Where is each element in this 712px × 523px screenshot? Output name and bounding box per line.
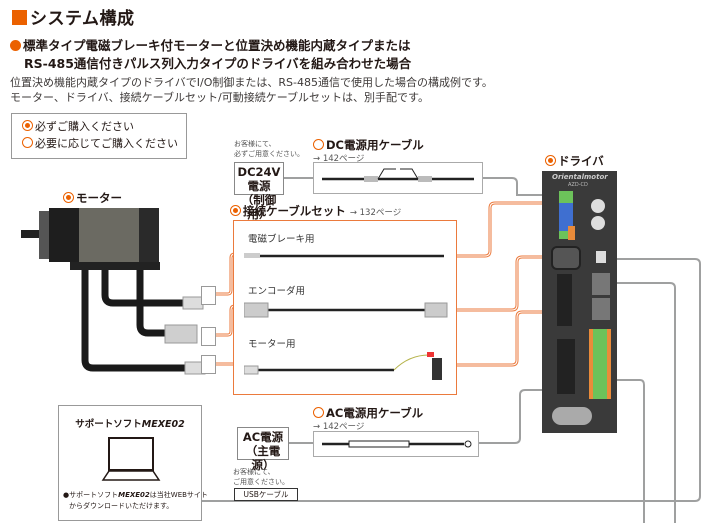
software-title: サポートソフトMEXE02 [59,416,201,430]
cn5-orange-left [589,329,593,399]
required-marker-icon [545,155,556,166]
description: 位置決め機能内蔵タイプのドライバでI/O制御または、RS-485通信で使用した場… [10,75,493,105]
driver-label: ドライバ [545,153,604,169]
ac-note-line2: ご用意ください。 [233,478,289,486]
title-text: システム構成 [30,9,135,29]
required-marker-icon [22,120,33,131]
note-line2: からダウンロードいただけます。 [69,502,174,510]
subtitle-line1: 標準タイプ電磁ブレーキ付モーターと位置決め機能内蔵タイプまたは [23,38,411,53]
rs485-port-1 [592,273,610,295]
software-note: ●サポートソフトMEXE02は当社WEBサイト からダウンロードいただけます。 [63,490,208,512]
dc-cable-page-link[interactable]: → 142ページ [313,154,365,164]
note-prefix: ●サポートソフト [63,491,119,499]
subtitle-line2: RS-485通信付きパルス列入力タイプのドライバを組み合わせた場合 [24,56,412,71]
ac-power-note: お客様にて、 ご用意ください。 [233,467,289,487]
cn1-blue [559,203,573,231]
motor-label: モーター [63,190,122,206]
dc-cable-label: DC電源用ケーブル [313,137,424,153]
cn2-encoder-port [551,246,581,270]
driver-brand: Orientalmotor [552,173,608,181]
legend: 必ずご購入ください 必要に応じてご購入ください [11,113,187,159]
dc-cable-box [313,162,483,194]
connector-motor [201,355,216,374]
ac-cable-box [313,431,479,457]
subtitle: 標準タイプ電磁ブレーキ付モーターと位置決め機能内蔵タイプまたは RS-485通信… [10,37,411,73]
software-title-name: MEXE02 [141,419,185,430]
driver-model: AZD-CD [568,182,588,188]
dc-cable-label-text: DC電源用ケーブル [326,138,424,152]
usb-cable-label: USBケーブル [234,488,298,501]
ground-terminal [552,407,592,425]
description-line1: 位置決め機能内蔵タイプのドライバでI/O制御または、RS-485通信で使用した場… [10,76,493,89]
connector-encoder [201,327,216,346]
rotary-switch-1 [591,199,605,213]
optional-marker-icon [313,407,324,418]
cable-motor-label: モーター用 [248,339,296,350]
cn5-io-terminal [589,329,611,399]
legend-required: 必ずご購入ください [35,120,134,133]
rs485-port-2 [592,298,610,320]
cn3-motor-port [557,274,572,326]
motor-label-text: モーター [76,191,122,205]
ac-note-line1: お客様にて、 [233,468,275,476]
dc-note-line1: お客様にて、 [234,140,276,148]
brake-cable-image [244,253,444,258]
bullet-icon [10,40,21,51]
support-software-box: サポートソフトMEXE02 ●サポートソフトMEXE02は当社WEBサイト から… [58,405,208,521]
ac-cable-image [322,440,472,448]
page-title: システム構成 [12,4,135,29]
software-title-prefix: サポートソフト [75,419,142,430]
note-name: MEXE02 [118,491,150,499]
driver-image: Orientalmotor AZD-CD [542,171,617,433]
cable-set-label: 接続ケーブルセット → 132ページ [230,203,401,219]
note-suffix: は当社WEBサイト [149,491,208,499]
ac-cable-page-link[interactable]: → 142ページ [313,422,365,432]
motor-image [21,208,206,375]
cable-set-box: 電磁ブレーキ用 エンコーダ用 モーター用 [233,220,457,395]
cable-encoder-label: エンコーダ用 [248,286,306,297]
laptop-icon [101,437,161,481]
description-line2: モーター、ドライバ、接続ケーブルセット/可動接続ケーブルセットは、別手配です。 [10,91,429,104]
dc-power-line1: DC24V電源 [237,165,281,193]
connector-brake [201,286,216,305]
cable-set-label-text: 接続ケーブルセット [243,204,346,218]
dc-power-line2: （制御用） [241,193,277,221]
dc24v-power-box: DC24V電源 （制御用） [234,162,284,221]
encoder-cable-image [244,302,448,318]
rotary-switch-2 [591,216,605,230]
cn1-orange [568,226,575,240]
title-square-icon [12,10,27,25]
required-marker-icon [230,205,241,216]
cn4-power-port [557,339,575,394]
optional-marker-icon [313,139,324,150]
ac-power-box: AC電源 （主電源） [237,427,289,472]
driver-label-text: ドライバ [558,154,604,168]
required-marker-icon [63,192,74,203]
dc-cable-image [322,168,474,182]
usb-port [596,251,606,263]
ac-cable-label-text: AC電源用ケーブル [326,406,424,420]
cable-set-page-link[interactable]: → 132ページ [349,208,402,218]
ac-cable-label: AC電源用ケーブル [313,405,423,421]
motor-cable-image [244,352,442,380]
dc-note-line2: 必ずご用意ください。 [234,150,304,158]
cn5-orange-right [607,329,611,399]
ac-power-line1: AC電源 [242,430,284,444]
dc-power-note: お客様にて、 必ずご用意ください。 [234,139,304,159]
legend-optional: 必要に応じてご購入ください [35,137,178,150]
cable-brake-label: 電磁ブレーキ用 [248,234,315,245]
optional-marker-icon [22,137,33,148]
ac-power-line2: （主電源） [245,444,281,472]
